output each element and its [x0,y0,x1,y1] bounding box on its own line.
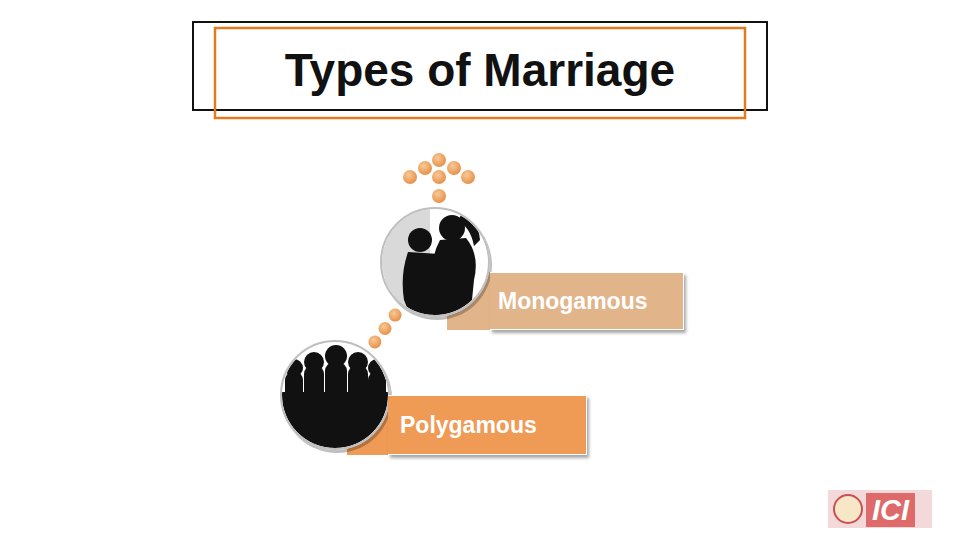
type-label: Polygamous [400,411,578,439]
connector-dot [368,335,381,348]
diagram-title: Types of Marriage [215,40,745,100]
logo-text: ICI [866,493,915,527]
dotted-connector [368,309,401,349]
logo-ground [828,490,932,528]
title-frame-accent [215,28,745,118]
title-frame [193,22,767,110]
connector-dot [389,309,402,322]
logo-emblem [834,495,862,523]
label-box: Monogamous [490,272,684,330]
couple-icon [380,207,492,320]
group-icon [280,340,392,453]
type-label: Monogamous [498,287,675,315]
marriage-type-node: Monogamous [380,207,688,332]
dotted-arrow [403,153,475,203]
label-box: Polygamous [388,395,587,455]
connector-dot [379,322,392,335]
marriage-type-node: Polygamous [280,340,591,458]
